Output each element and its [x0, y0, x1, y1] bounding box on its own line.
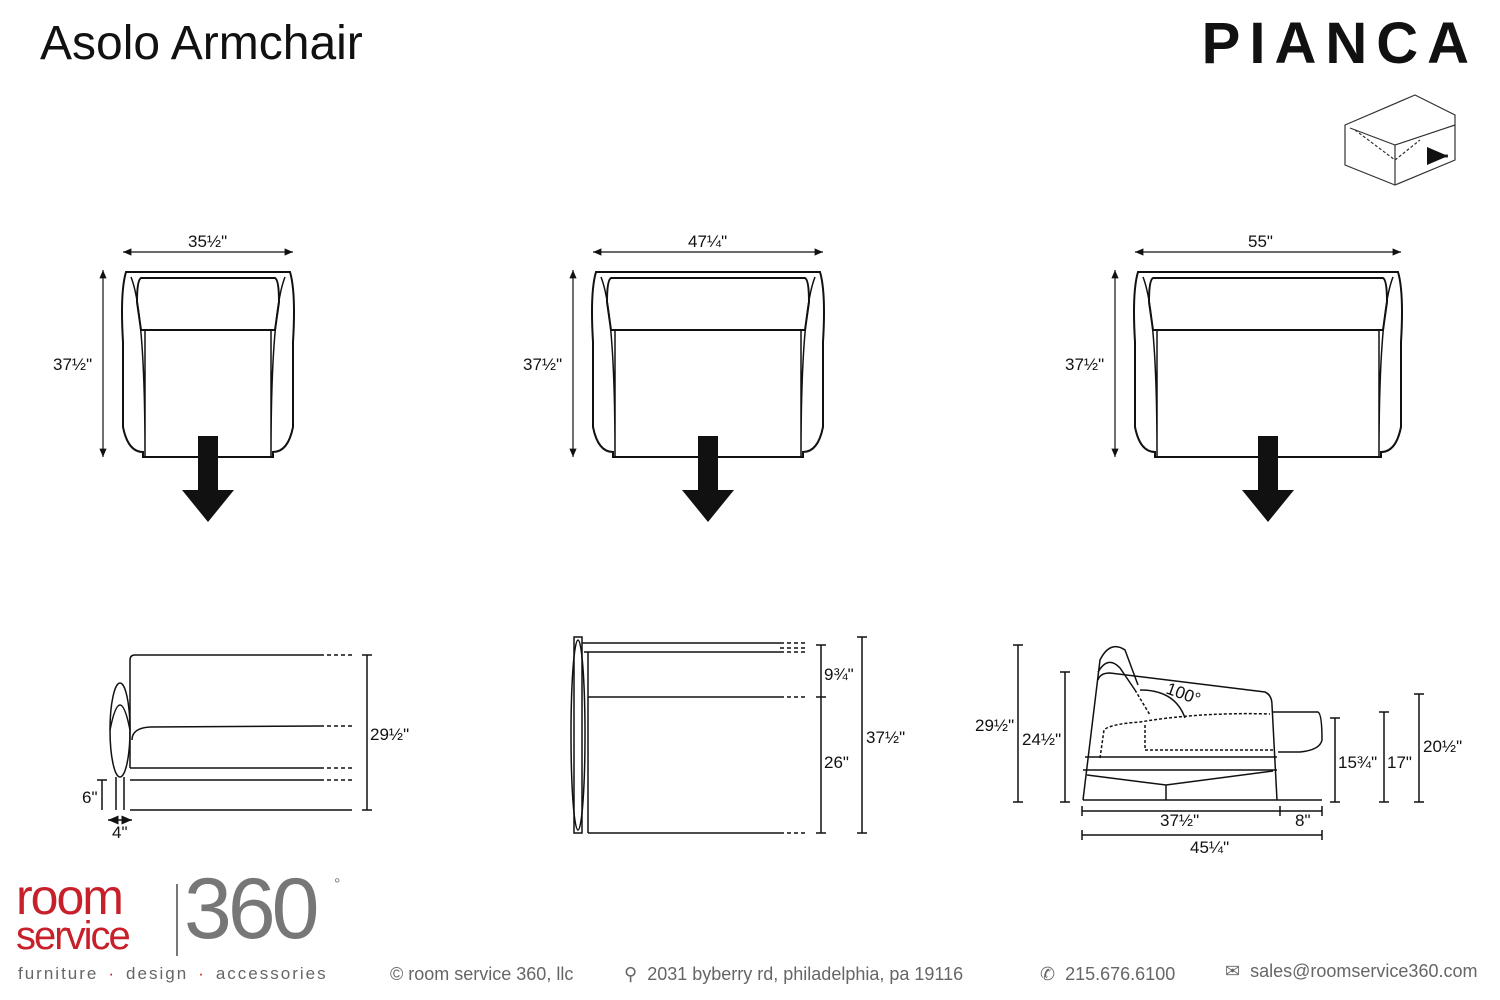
copyright: © room service 360, llc: [390, 964, 574, 984]
depth-label: 37½": [523, 355, 562, 374]
front-height-label: 29½": [370, 725, 409, 744]
seat-height-label: 26": [824, 753, 849, 772]
brand-logo: PIANCA: [1201, 11, 1478, 76]
recline-height-1: 29½": [975, 716, 1014, 735]
email-link[interactable]: sales@roomservice360.com: [1250, 961, 1478, 981]
back-height-label: 9¾": [824, 665, 854, 684]
phone-icon: ✆: [1040, 964, 1056, 984]
logo-service: service: [16, 914, 131, 958]
chair-outline: [591, 271, 825, 458]
width-label: 47¼": [688, 232, 727, 251]
recline-total-label: 45¼": [1190, 838, 1229, 857]
address: ⚲ 2031 byberry rd, philadelphia, pa 1911…: [624, 964, 963, 985]
backrest-outline: [1147, 277, 1389, 331]
recline-height-2: 24½": [1022, 730, 1061, 749]
logo-divider: [176, 884, 178, 956]
total-depth-label: 37½": [866, 728, 905, 747]
front-direction-arrow-icon: [682, 436, 734, 522]
backrest-outline: [605, 277, 811, 331]
recline-height-4: 17": [1387, 753, 1412, 772]
top-view-1: 35½" 37½": [53, 232, 295, 522]
leg-width-label: 4": [112, 823, 128, 842]
page-title: Asolo Armchair: [40, 17, 363, 70]
armrest-lines: [1142, 276, 1394, 457]
chair-outline: [121, 271, 295, 458]
front-elevation: [97, 654, 372, 825]
phone: ✆ 215.676.6100: [1040, 964, 1175, 985]
width-label: 55": [1248, 232, 1273, 251]
recline-ext-label: 8": [1295, 811, 1311, 830]
side-elevation: [570, 636, 867, 834]
address-text: 2031 byberry rd, philadelphia, pa 19116: [647, 964, 964, 984]
chair-outline: [1133, 271, 1403, 458]
leg-height-label: 6": [82, 788, 98, 807]
armchair-thumbnail-icon: [1344, 94, 1456, 186]
logo-room: room: [16, 869, 124, 925]
logo-degree: °: [334, 876, 341, 893]
top-view-2: 47¼" 37½": [523, 232, 825, 522]
width-label: 35½": [188, 232, 227, 251]
map-pin-icon: ⚲: [624, 964, 638, 984]
phone-text: 215.676.6100: [1065, 964, 1176, 984]
tagline: furniture·design·accessories: [18, 964, 328, 983]
armrest-lines: [600, 276, 816, 457]
recline-height-5: 20½": [1423, 737, 1462, 756]
tagline-accessories: accessories: [215, 964, 328, 983]
recline-depth-label: 37½": [1160, 811, 1199, 830]
recline-elevation: [1013, 644, 1424, 840]
backrest-outline: [135, 277, 281, 331]
front-direction-arrow-icon: [182, 436, 234, 522]
armrest-lines: [130, 276, 286, 457]
email: ✉ sales@roomservice360.com: [1225, 961, 1477, 982]
tagline-design: design: [126, 964, 189, 983]
depth-label: 37½": [1065, 355, 1104, 374]
logo-360: 360: [184, 861, 319, 957]
front-direction-arrow-icon: [1242, 436, 1294, 522]
top-view-3: 55" 37½": [1065, 232, 1403, 522]
depth-label: 37½": [53, 355, 92, 374]
envelope-icon: ✉: [1225, 961, 1241, 981]
recline-height-3: 15¾": [1338, 753, 1377, 772]
tagline-furniture: furniture: [18, 964, 99, 983]
